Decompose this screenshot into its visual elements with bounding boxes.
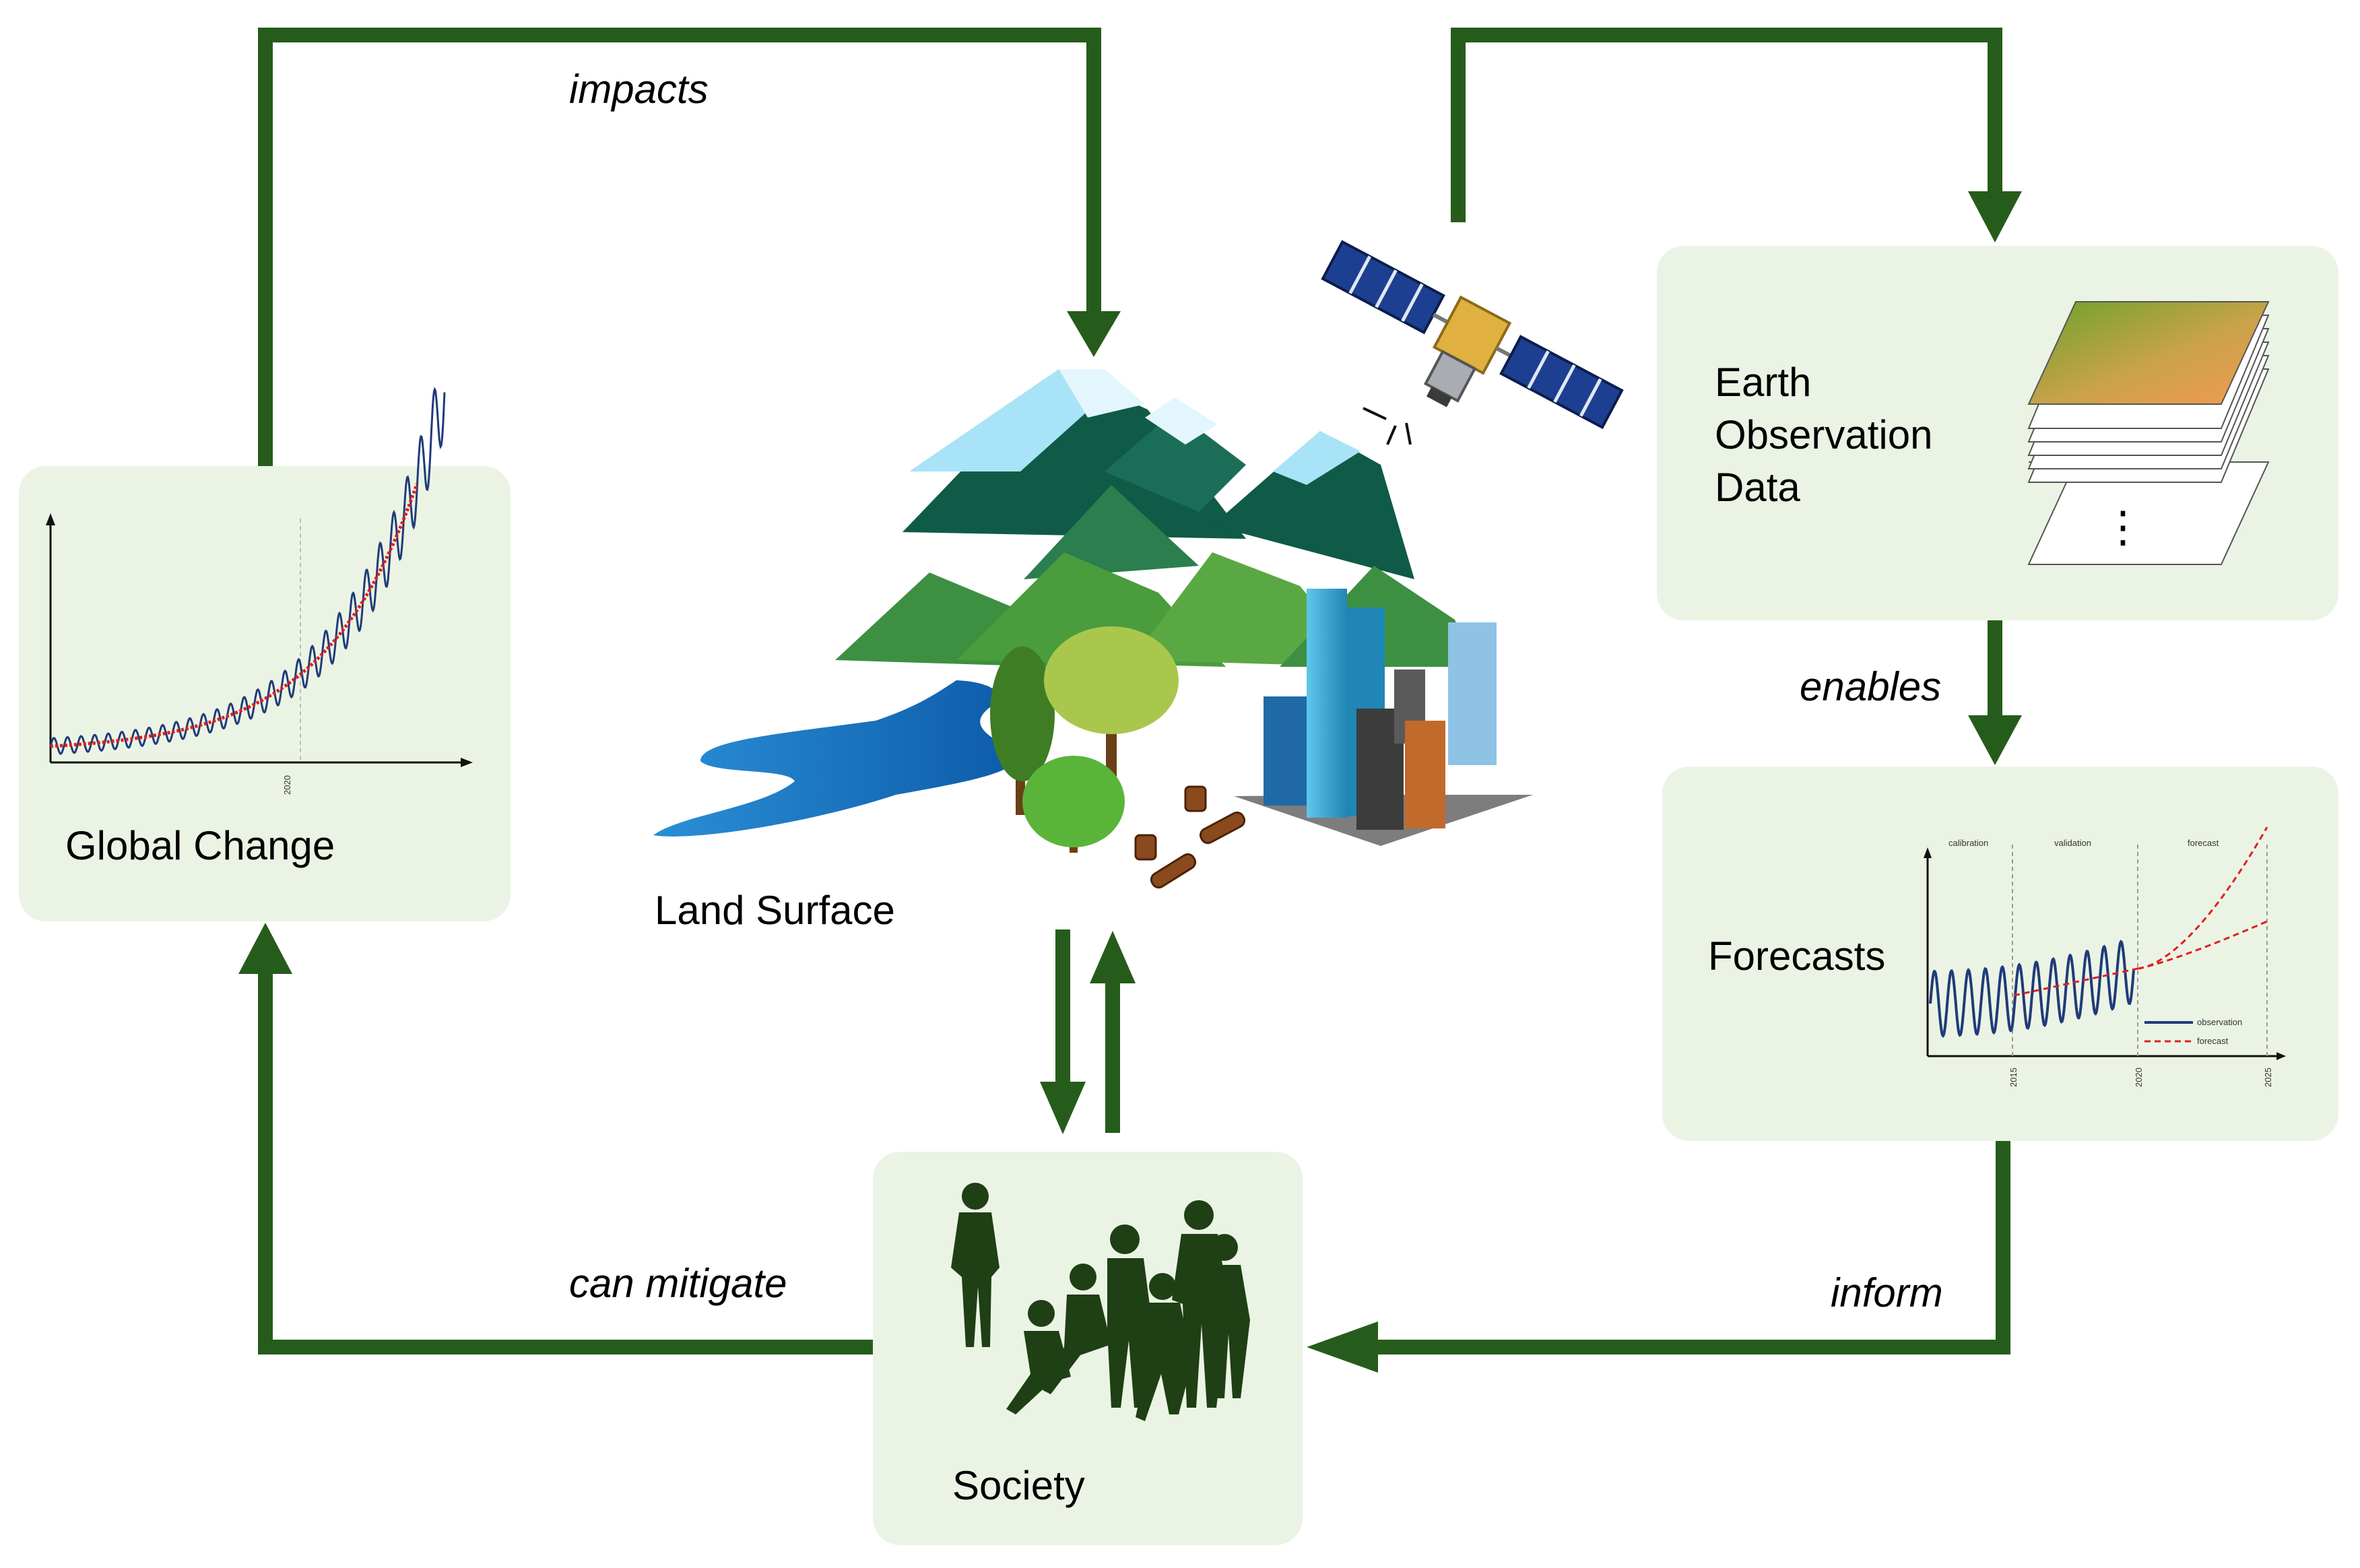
people-silhouette-icon [951,1183,1250,1421]
satellite-icon [1321,240,1624,430]
arrowheads [238,191,2022,1373]
can-mitigate-label: can mitigate [569,1261,787,1306]
impacts-arrowhead [1067,311,1121,357]
data-layer-top [2027,301,2270,405]
land-surface-title: Land Surface [655,888,895,933]
fc-forecast-high [2137,826,2268,970]
forecasts-title: Forecasts [1708,934,1885,979]
impacts-arrow-line [258,28,1101,466]
fc-x-arrowhead [2276,1052,2286,1060]
can-mitigate-arrow-line [258,969,873,1354]
eo-title-line-1: Earth [1715,360,1811,405]
solar-panel-right [1499,335,1624,430]
fc-y-arrowhead [1924,847,1932,858]
forecasts-chart: calibration validation forecast 2015 202… [1924,826,2286,1087]
gc-observation-line [49,387,446,755]
river-icon [653,680,1024,837]
gc-y-arrowhead [46,513,55,525]
satellite-beams [1363,407,1412,445]
inform-arrow-line [1374,1141,2010,1354]
fc-legend-observation: observation [2197,1017,2242,1027]
inform-label: inform [1831,1270,1943,1315]
fc-legend-forecast: forecast [2197,1036,2229,1046]
impacts-label: impacts [569,67,709,112]
eo-title-line-3: Data [1715,465,1800,510]
fc-forecast-low [2137,920,2268,970]
gc-trend-line [50,483,419,748]
fc-observation-line [1929,940,2135,1038]
trees-icon [990,626,1179,853]
eo-arrowhead [1968,191,2022,242]
global-change-title: Global Change [65,823,335,868]
data-layers-icon [2027,301,2270,565]
fc-year-2025: 2025 [2263,1068,2273,1087]
fc-year-2015: 2015 [2008,1068,2019,1087]
society-to-land-arrowhead [1090,931,1136,983]
connector-arrows [258,28,2010,1354]
fc-phase-validation: validation [2054,838,2091,848]
fc-phase-forecast: forecast [2188,838,2219,848]
eo-title-line-2: Observation [1715,412,1933,457]
solar-panel-left [1321,240,1445,335]
enables-label: enables [1800,664,1941,709]
can-mitigate-arrowhead [238,923,292,974]
city-icon [1234,589,1533,846]
land-to-society-arrowhead [1040,1082,1086,1134]
eo-data-title: Earth Observation Data [1715,360,1944,510]
global-change-chart: 2020 [46,387,473,795]
enables-arrowhead [1968,715,2022,765]
logs-icon [1134,785,1246,889]
forecasts-box [1662,766,2338,1141]
satellite-to-eo-arrow-line [1451,28,2002,222]
society-title: Society [952,1463,1085,1508]
fc-year-2020: 2020 [2134,1068,2144,1087]
fc-phase-calibration: calibration [1948,838,1988,848]
gc-axis-tick-2020: 2020 [282,775,292,795]
fc-fitted-line [2013,967,2138,997]
data-layers-ellipsis: ⋮ [2101,502,2144,551]
gc-x-arrowhead [461,758,473,767]
inform-arrowhead [1307,1321,1378,1373]
